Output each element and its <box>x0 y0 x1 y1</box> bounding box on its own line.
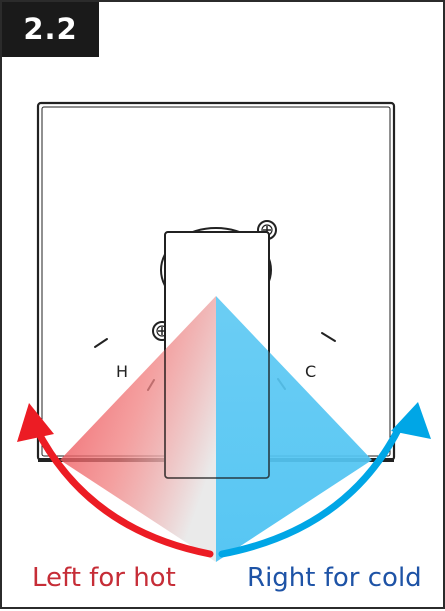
step-number-badge: 2.2 <box>2 2 99 57</box>
cold-caption: Right for cold <box>247 563 422 593</box>
cold-marker-label: C <box>305 362 316 381</box>
rotate-right-arrow-icon <box>218 402 431 558</box>
hot-marker-label: H <box>116 362 128 381</box>
rotate-left-arrow-icon <box>17 403 214 558</box>
hot-caption: Left for hot <box>32 563 176 593</box>
cold-zone <box>216 296 372 562</box>
hot-zone <box>60 296 216 562</box>
valve-handle-outline <box>164 231 270 479</box>
